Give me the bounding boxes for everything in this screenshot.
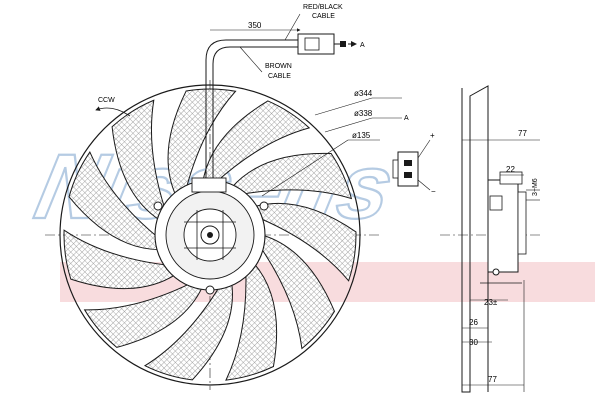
dia-hub-label: ø135 [352, 131, 371, 140]
dim-77-top: 77 [518, 129, 527, 138]
diameter-labels: ø344 ø338 ø135 [261, 89, 402, 197]
red-black-label-1: RED/BLACK [303, 4, 343, 11]
detail-connector-tab [392, 159, 399, 179]
red-black-label-2: CABLE [312, 13, 335, 20]
brown-label-2: CABLE [268, 73, 291, 80]
rotation-indicator: CCW [95, 97, 131, 117]
connector [297, 33, 335, 55]
dim-3m6: 3−M6 [532, 178, 539, 196]
side-shroud [461, 85, 489, 393]
dim-30: 30 [469, 338, 478, 347]
fan-blade [225, 262, 278, 381]
fan-side-view: 77 22 3−M6 23± 26 30 77 [440, 85, 540, 393]
dim-22: 22 [506, 165, 515, 174]
leader-redblack [284, 13, 301, 41]
fan-blade [83, 282, 204, 348]
cable-path-2 [212, 46, 300, 178]
leader-brown [239, 46, 263, 73]
detail-ref-label: A [404, 115, 409, 122]
hub-ribs [184, 210, 236, 260]
fan-blade [143, 281, 233, 381]
detail-pin-minus [404, 172, 412, 178]
dim-26: 26 [469, 318, 478, 327]
dia-outer-label: ø344 [354, 89, 373, 98]
detail-pin-plus [404, 160, 412, 166]
dim-350-label: 350 [248, 21, 262, 30]
brown-label-1: BROWN [265, 63, 292, 70]
minus-terminal-label: − [431, 187, 436, 196]
detail-a: A + − [392, 115, 436, 196]
fan-blades [63, 88, 357, 381]
cable-path [205, 39, 300, 178]
side-bolt [492, 268, 500, 276]
fan-blade [68, 151, 161, 251]
fan-blade [111, 99, 166, 222]
fan-blade [230, 152, 353, 200]
dia-blade-label: ø338 [354, 109, 373, 118]
connector-tip [340, 41, 346, 47]
fan-blade [63, 229, 177, 290]
side-motor [487, 179, 519, 273]
fan-blade [253, 202, 357, 282]
detail-connector-body [397, 151, 419, 187]
fan-blade [260, 234, 336, 350]
rotation-label: CCW [98, 97, 115, 104]
connector-latch [304, 37, 320, 51]
side-motor-lug [489, 195, 503, 211]
connector-ref-label: A [360, 42, 365, 49]
fan-blade [202, 100, 311, 185]
dim-23: 23± [484, 298, 498, 307]
hub-shaft [207, 232, 213, 238]
motor-bracket [191, 177, 227, 193]
rotation-arrow [95, 106, 131, 117]
dim-77-bottom: 77 [488, 375, 497, 384]
fan-blade [167, 88, 237, 197]
mount-lug [153, 201, 163, 211]
fan-front-view [45, 80, 380, 390]
side-motor-end [517, 191, 527, 255]
plus-terminal-label: + [430, 131, 435, 140]
mount-lug [259, 201, 269, 211]
mount-lug [205, 285, 215, 295]
cable-assembly: A 350 RED/BLACK CABLE BROWN CABLE [205, 4, 365, 178]
